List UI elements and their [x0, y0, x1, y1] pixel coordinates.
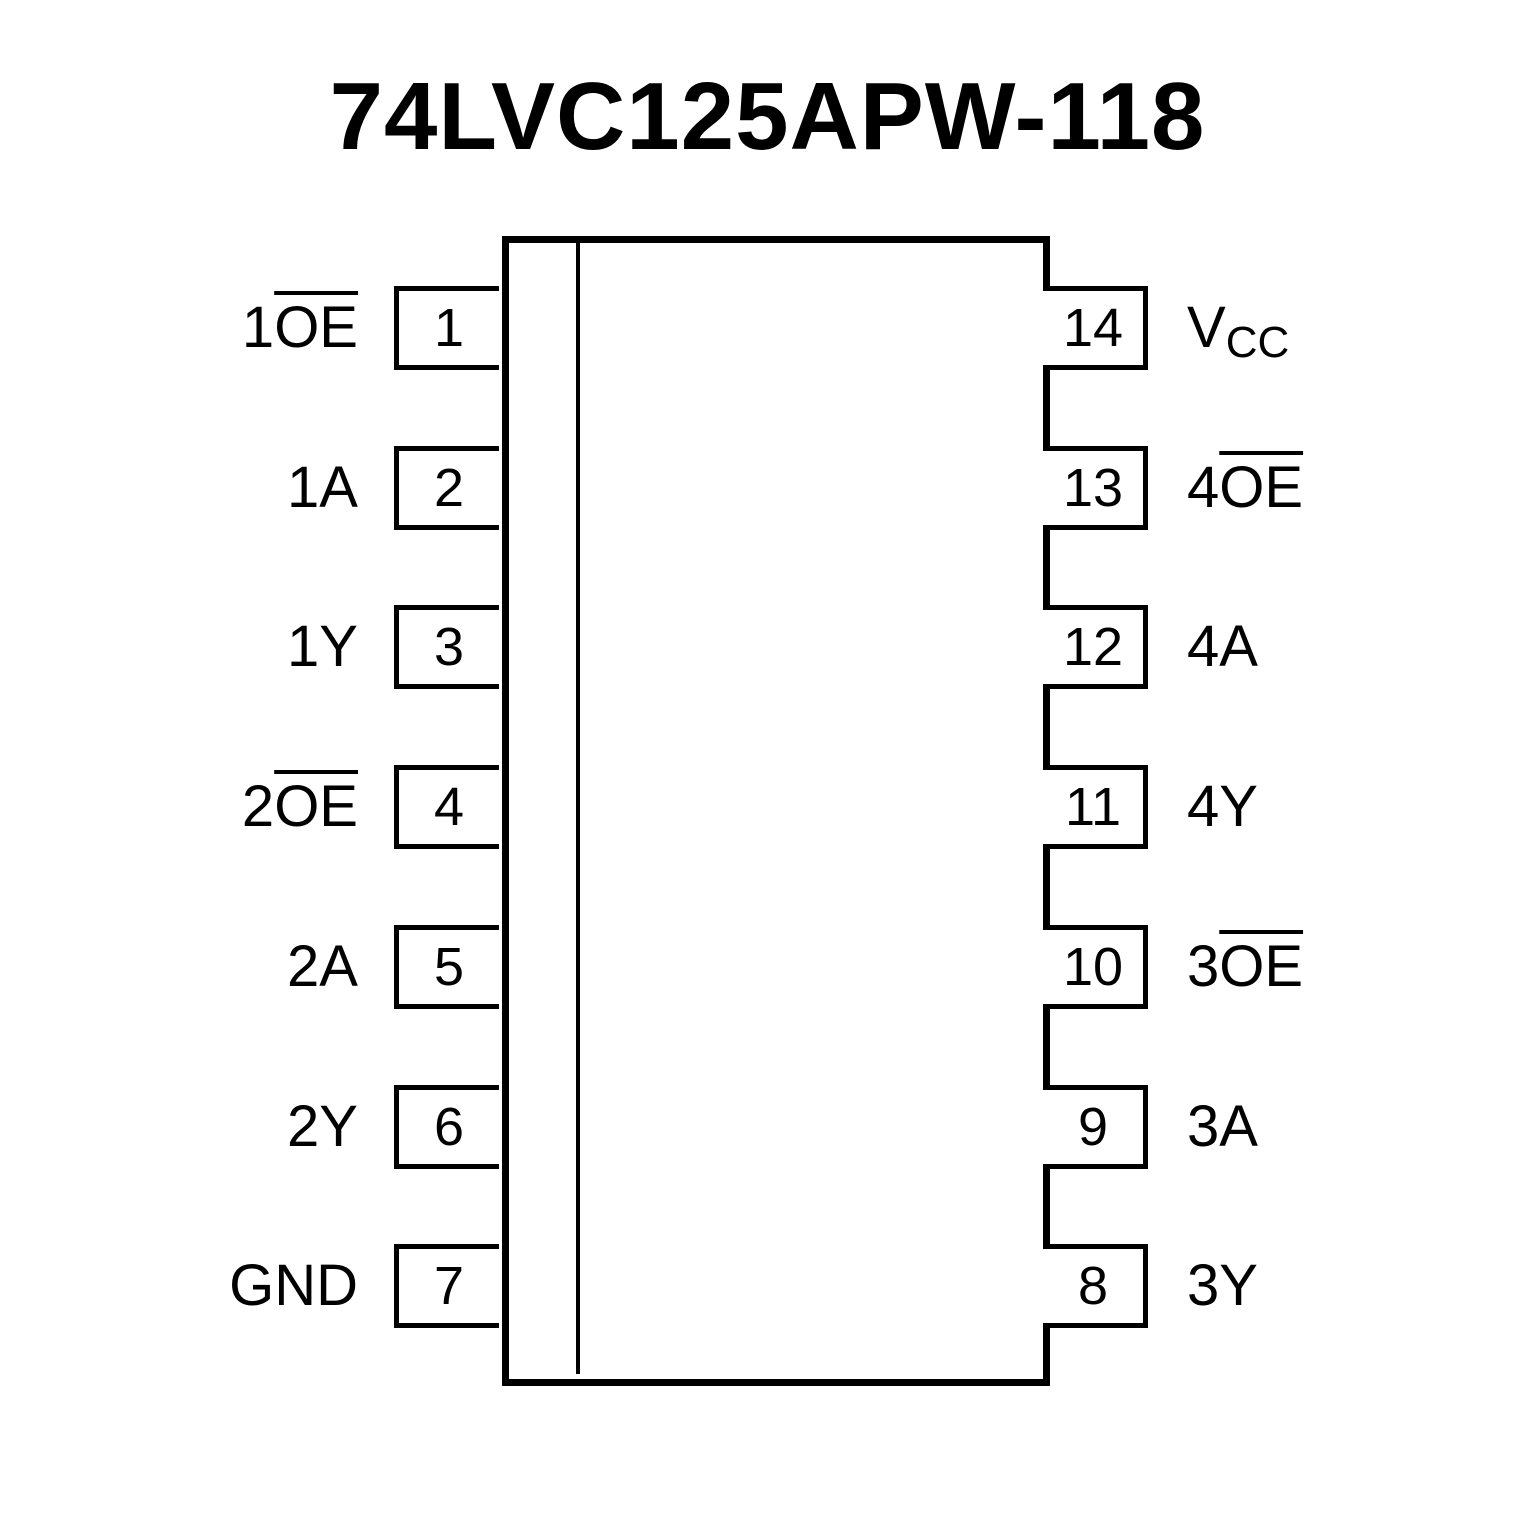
- pin-number: 14: [1062, 298, 1124, 358]
- pin-label-text: 1Y: [287, 614, 358, 680]
- pin-label-text: 2: [241, 774, 275, 840]
- pin-4: 4: [394, 765, 499, 850]
- pin-label-text: 3Y: [1187, 1253, 1258, 1319]
- pin-number: 7: [433, 1256, 465, 1317]
- chip-title: 74LVC125APW-118: [329, 63, 1206, 170]
- pin-label-8: 3Y: [1187, 1251, 1258, 1321]
- pin-12: 12: [1043, 605, 1148, 690]
- pin-label-6: 2Y: [287, 1092, 358, 1162]
- label-subscript: CC: [1225, 318, 1290, 367]
- pin-number: 8: [1077, 1256, 1109, 1317]
- pin-label-4: 2OE: [242, 772, 358, 842]
- pin-label-3: 1Y: [287, 612, 358, 682]
- pin-number: 5: [433, 936, 465, 997]
- pin-5: 5: [394, 924, 499, 1009]
- pin-label-text: 4A: [1187, 614, 1258, 680]
- pin-8: 8: [1043, 1244, 1148, 1329]
- pin-3: 3: [394, 605, 499, 690]
- pin-number: 10: [1062, 936, 1124, 997]
- pin-label-text: 1A: [287, 454, 358, 520]
- ic-body: [502, 236, 1050, 1386]
- pin-label-text: 2A: [287, 933, 358, 999]
- pin-number: 3: [433, 617, 465, 678]
- pin-number: 11: [1064, 777, 1122, 838]
- pin-number: 13: [1062, 457, 1124, 518]
- active-low-signal: OE: [1219, 933, 1304, 999]
- pin-number: 4: [433, 777, 465, 838]
- pin-2: 2: [394, 445, 499, 530]
- pin-label-10: 3OE: [1187, 932, 1303, 1002]
- pin-label-text: 4: [1187, 454, 1220, 520]
- pin-10: 10: [1043, 924, 1148, 1009]
- pin-label-9: 3A: [1187, 1092, 1258, 1162]
- pin-9: 9: [1043, 1084, 1148, 1169]
- pin-label-text: 1: [241, 295, 275, 360]
- pin-label-text: 4Y: [1187, 774, 1258, 840]
- pin-label-12: 4A: [1187, 612, 1258, 682]
- pin-number: 12: [1062, 617, 1124, 678]
- pin-7: 7: [394, 1244, 499, 1329]
- pin-label-11: 4Y: [1187, 772, 1258, 842]
- pin-label-13: 4OE: [1187, 453, 1303, 523]
- pin-number: 2: [433, 457, 465, 518]
- pin-number: 6: [433, 1096, 465, 1157]
- pin-label-7: GND: [229, 1251, 358, 1321]
- pin-14: 14: [1043, 286, 1148, 370]
- pin-11: 11: [1043, 765, 1148, 850]
- pin-1: 1: [394, 286, 499, 370]
- pin-label-5: 2A: [287, 932, 358, 1002]
- pin-6: 6: [394, 1084, 499, 1169]
- active-low-signal: OE: [274, 295, 358, 360]
- active-low-signal: OE: [274, 774, 358, 840]
- pin-label-1: 1OE: [242, 293, 358, 363]
- pin-13: 13: [1043, 445, 1148, 530]
- pin-label-text: 3: [1187, 933, 1220, 999]
- pin1-marker-line: [576, 240, 580, 1374]
- active-low-signal: OE: [1219, 454, 1304, 520]
- pin-number: 9: [1077, 1096, 1109, 1157]
- pin-label-text: 2Y: [287, 1093, 358, 1159]
- pin-label-text: 3A: [1187, 1093, 1258, 1159]
- pin-label-14: VCC: [1187, 293, 1289, 368]
- pin-label-text: GND: [229, 1253, 358, 1319]
- pin-number: 1: [433, 298, 465, 358]
- pin-label-2: 1A: [287, 453, 358, 523]
- pin-label-text: V: [1187, 295, 1226, 360]
